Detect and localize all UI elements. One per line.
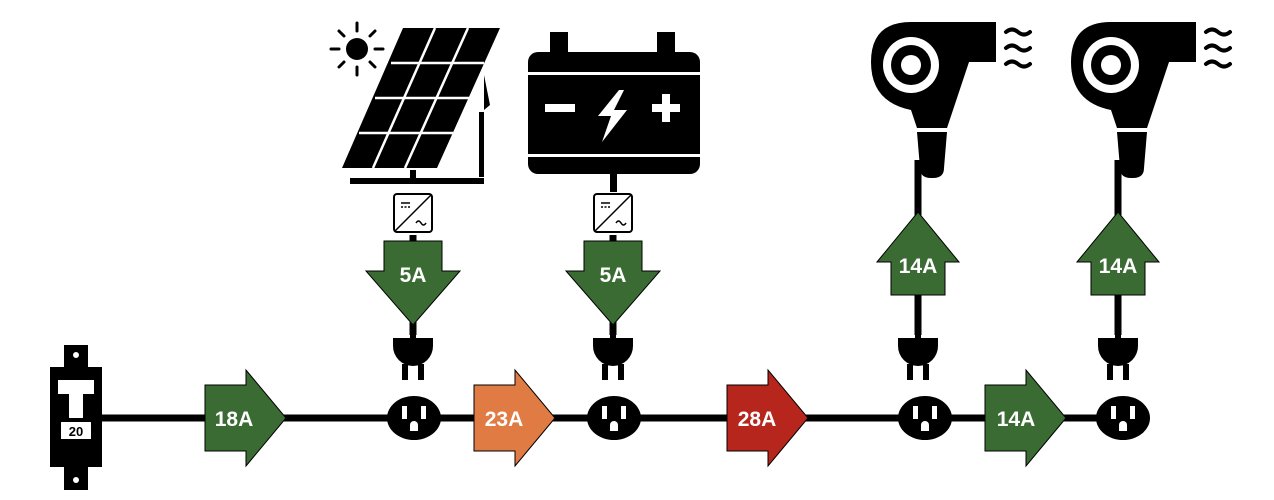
flow-label: 18A xyxy=(215,408,254,431)
plug-icon xyxy=(393,318,433,380)
flow-label: 14A xyxy=(1099,255,1138,278)
flow-arrow-dryer-2: 14A xyxy=(1075,211,1161,296)
breaker-icon: 20 xyxy=(50,345,102,490)
flow-label: 28A xyxy=(738,408,777,431)
plug-icon xyxy=(593,318,633,380)
flow-arrow-main-2: 23A xyxy=(473,368,556,468)
flow-label: 5A xyxy=(600,264,627,287)
outlet-icon xyxy=(587,396,641,440)
outlet-icon xyxy=(1096,396,1150,440)
plug-icon xyxy=(1098,318,1138,380)
outlet-icon xyxy=(387,396,441,440)
breaker-rating: 20 xyxy=(69,424,83,439)
inverter-icon xyxy=(393,193,433,233)
flow-label: 23A xyxy=(485,408,524,431)
sun-icon xyxy=(329,21,385,77)
inverter-icon xyxy=(593,193,633,233)
flow-label: 14A xyxy=(997,408,1036,431)
battery-icon xyxy=(528,32,700,192)
flow-arrow-main-3: 28A xyxy=(726,368,809,468)
hair-dryer-icon xyxy=(869,20,1032,180)
outlet-icon xyxy=(898,396,952,440)
solar-panel-icon xyxy=(342,27,500,184)
flow-arrow-battery: 5A xyxy=(564,240,662,326)
flow-arrow-main-1: 18A xyxy=(204,368,287,468)
flow-label: 5A xyxy=(400,264,427,287)
plug-icon xyxy=(898,318,938,380)
hair-dryer-icon xyxy=(1069,20,1232,180)
flow-arrow-solar: 5A xyxy=(364,240,462,326)
flow-arrow-dryer-1: 14A xyxy=(875,211,961,296)
flow-label: 14A xyxy=(899,255,938,278)
flow-arrow-main-4: 14A xyxy=(984,368,1067,468)
